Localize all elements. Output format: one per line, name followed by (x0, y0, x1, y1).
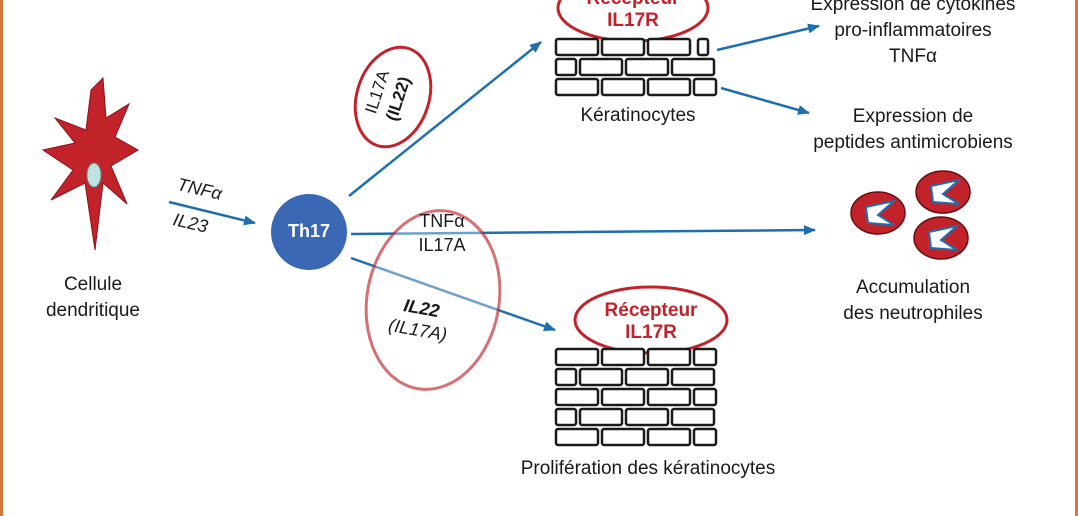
arrow-to-peptides (720, 86, 810, 115)
th17-cell (271, 194, 347, 270)
keratinocytes-top-label: Kératinocytes (580, 105, 696, 126)
dendritic-cell-label-line1: Cellule (63, 274, 123, 295)
middle-label1: TNFα (419, 211, 465, 231)
receptor-bottom-line2: IL17R (625, 322, 677, 343)
neutro-line1: Accumulation (855, 277, 971, 298)
oval-il22-il17a (364, 209, 502, 391)
cytokines-label: Expression de cytokines pro-inflammatoir… (773, 0, 1053, 70)
keratinocytes-top-wall (554, 37, 718, 97)
arrow-to-cytokines (716, 23, 820, 52)
neutrophils-icon (850, 170, 971, 260)
arrow-th17-to-bottom-keratinocytes (350, 256, 556, 332)
neutro-line2: des neutrophiles (843, 303, 983, 324)
middle-label2: IL17A (418, 235, 466, 255)
receptor-bottom-text: Récepteur IL17R (581, 300, 721, 344)
diagram-graphics (41, 0, 971, 447)
oval-il17a-il22 (353, 45, 433, 149)
neutrophils-label: Accumulation des neutrophiles (803, 275, 1023, 327)
peptides-label: Expression de peptides antimicrobiens (773, 104, 1053, 156)
peptides-line1: Expression de (852, 106, 974, 127)
arrow-th17-to-neutrophils (350, 225, 816, 236)
keratinocytes-bottom-wall (554, 347, 718, 447)
dendritic-cell-label-line2: dendritique (45, 300, 141, 321)
receptor-top-text: Récepteur IL17R (563, 0, 703, 32)
cytokines-line1: Expression de cytokines (810, 0, 1016, 15)
cytokines-line3: TNFα (889, 46, 937, 67)
receptor-top-line1: Récepteur (563, 0, 703, 10)
dendritic-cell-icon (41, 76, 139, 251)
dendritic-cell-label: Cellule dendritique (23, 272, 163, 324)
peptides-line2: peptides antimicrobiens (813, 132, 1013, 153)
receptor-bottom-line1: Récepteur (604, 300, 698, 321)
cytokines-line2: pro-inflammatoires (834, 20, 992, 41)
keratinocytes-bottom-label: Prolifération des kératinocytes (520, 458, 776, 479)
arrow-dc-to-th17 (168, 200, 256, 226)
th17-label: Th17 (287, 221, 330, 241)
middle-label: TNFα IL17A (397, 209, 487, 257)
arrow-th17-to-top-keratinocytes (348, 41, 542, 197)
receptor-top-line2: IL17R (607, 10, 659, 31)
